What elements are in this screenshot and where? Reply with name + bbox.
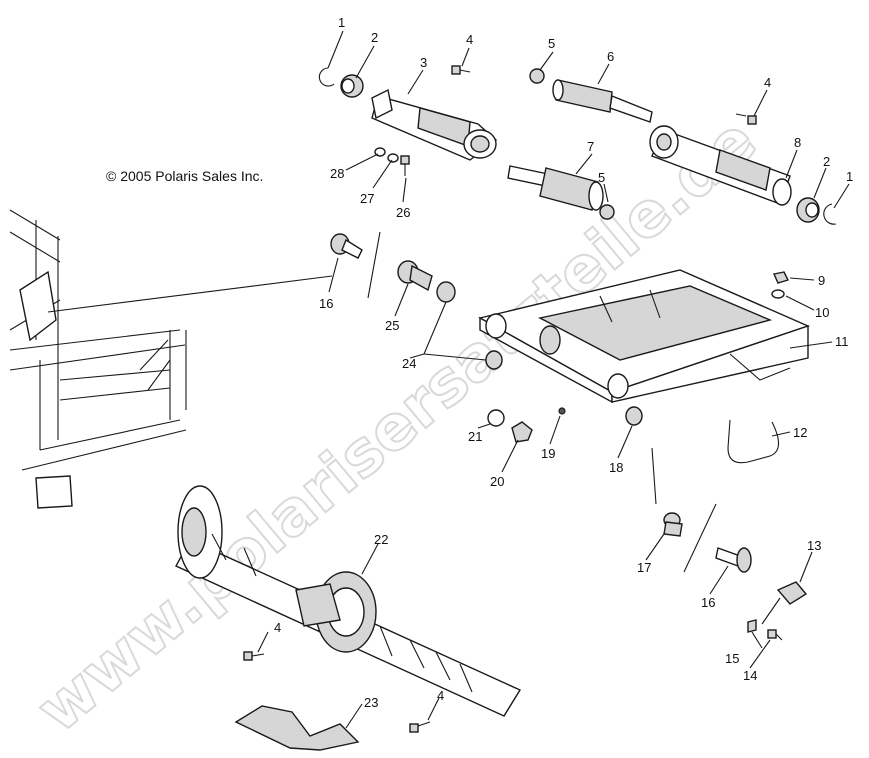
callout-23: 23 [364,695,378,710]
bolt-part [735,113,757,125]
bolt-part [243,651,265,661]
pivot-tube-left-part [371,88,498,161]
bearing-part [340,74,364,98]
callout-13: 13 [807,538,821,553]
pivot-pin-long-part [552,79,653,123]
callout-5: 5 [598,170,605,185]
washer-part [387,153,399,163]
callout-2: 2 [823,154,830,169]
callout-1: 1 [846,169,853,184]
nut-part [773,271,789,284]
pivot-pin-short-part [507,165,604,211]
callout-25: 25 [385,318,399,333]
callout-12: 12 [793,425,807,440]
leader-lines [257,30,850,729]
callout-17: 17 [637,560,651,575]
bushing-part [436,281,456,303]
callout-2: 2 [371,30,378,45]
callout-21: 21 [468,429,482,444]
callout-19: 19 [541,446,555,461]
callout-27: 27 [360,191,374,206]
grease-fitting-part [558,407,566,415]
u-bolt-part [727,419,780,464]
callout-4: 4 [437,688,444,703]
callout-4: 4 [466,32,473,47]
snap-ring-part [823,203,837,225]
callout-4: 4 [274,620,281,635]
retainer-plate-part [776,581,808,605]
skid-plate-part [234,705,360,751]
callout-9: 9 [818,273,825,288]
swing-arm-frame-part [478,269,810,404]
callout-6: 6 [607,49,614,64]
callout-16: 16 [701,595,715,610]
bolt-part [409,721,431,733]
callout-3: 3 [420,55,427,70]
callout-labels: 1 2 3 4 5 6 4 7 8 2 1 5 28 27 26 16 25 2… [274,15,853,710]
callout-20: 20 [490,474,504,489]
callout-16: 16 [319,296,333,311]
washer-part [487,409,505,427]
callout-11: 11 [835,334,849,349]
washer-part [485,350,503,370]
rear-axle-assembly-part [175,485,522,717]
pivot-tube-right-part [649,125,792,206]
callout-8: 8 [794,135,801,150]
callout-28: 28 [330,166,344,181]
nut-part [511,421,533,443]
copyright-text: © 2005 Polaris Sales Inc. [106,168,263,184]
callout-14: 14 [743,668,757,683]
bushing-part [625,406,643,426]
bushing-part [529,68,545,84]
callout-4: 4 [764,75,771,90]
callout-7: 7 [587,139,594,154]
callout-24: 24 [402,356,416,371]
washer-part [771,289,785,299]
chassis-frame-part [9,209,187,509]
callout-18: 18 [609,460,623,475]
pivot-shaft-part [715,547,752,573]
callout-5: 5 [548,36,555,51]
callout-1: 1 [338,15,345,30]
bearing-part [796,197,820,223]
callout-22: 22 [374,532,388,547]
snap-ring-part [318,67,335,87]
pivot-shaft-part [330,233,363,259]
bolt-part [451,65,471,75]
callout-15: 15 [725,651,739,666]
callout-26: 26 [396,205,410,220]
bolt-part [767,629,783,641]
bushing-part [599,204,615,220]
callout-10: 10 [815,305,829,320]
bushing-flanged-part [397,260,433,292]
bolt-part [400,155,410,176]
nut-part [747,619,757,633]
bushing-flanged-part [663,512,683,537]
